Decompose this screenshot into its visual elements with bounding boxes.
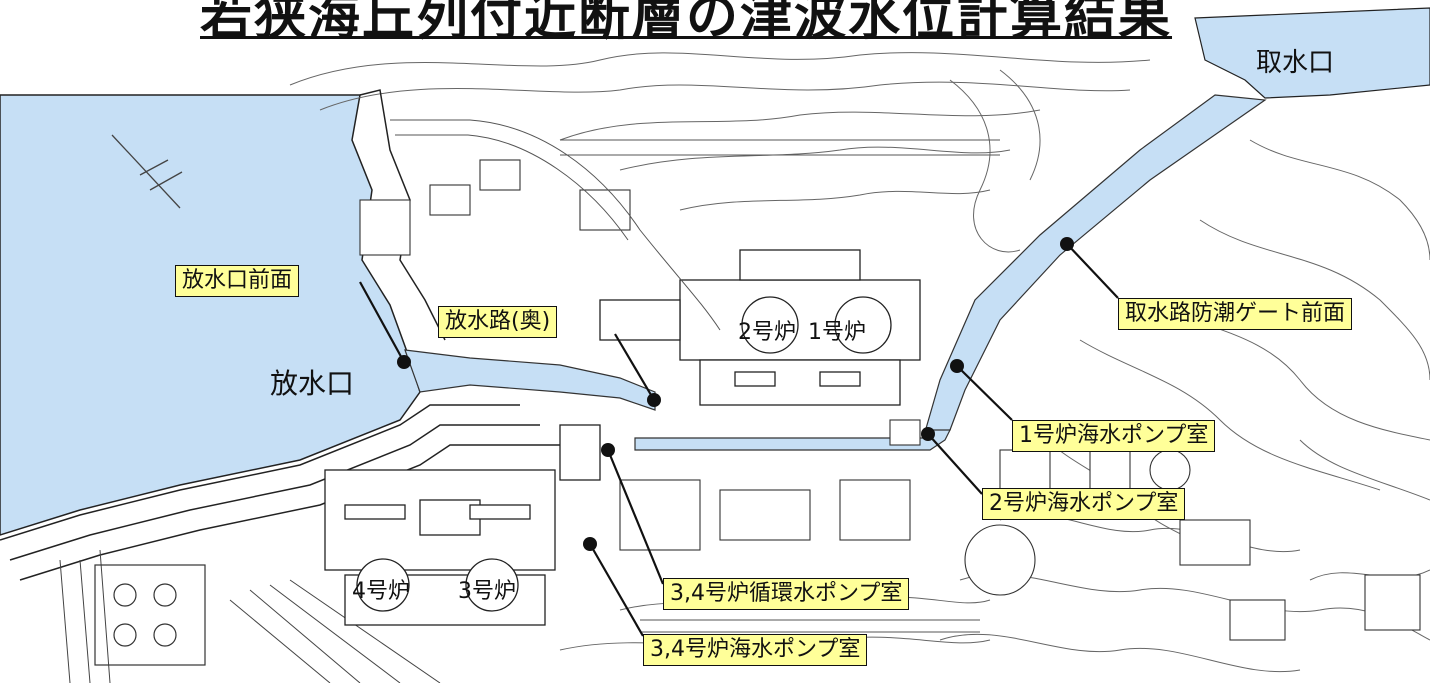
auxiliary-buildings	[359, 159, 1421, 641]
unit-2-label: 2号炉	[738, 320, 796, 345]
intake-label: 取水口	[1256, 48, 1335, 78]
outlet-channel	[404, 349, 656, 411]
marker-outlet-channel-back	[647, 393, 661, 407]
marker-unit1-seawater-pump	[950, 359, 964, 373]
callout-outlet-front: 放水口前面	[175, 265, 300, 297]
roads	[390, 119, 1000, 633]
unit-3-label: 3号炉	[458, 579, 516, 604]
tank-farm	[94, 564, 206, 666]
page-title: 若狭海丘列付近断層の津波水位計算結果	[200, 0, 1173, 47]
embankment-lines	[59, 549, 441, 683]
marker-unit34-circulating-pump	[601, 443, 615, 457]
north-arrow	[111, 134, 183, 209]
intake-sea-area	[1194, 7, 1430, 99]
marker-unit34-seawater-pump	[583, 537, 597, 551]
circulating-water-channel	[634, 429, 951, 451]
marker-outlet-front	[397, 355, 411, 369]
units-1-2-buildings	[599, 249, 921, 406]
callout-unit2-seawater-pump-room: 2号炉海水ポンプ室	[982, 488, 1186, 520]
marker-intake-gate-front	[1060, 237, 1074, 251]
callout-intake-gate-front: 取水路防潮ゲート前面	[1118, 298, 1353, 330]
unit-1-label: 1号炉	[808, 320, 866, 345]
marker-unit2-seawater-pump	[921, 427, 935, 441]
callout-outlet-channel-back: 放水路(奥)	[438, 306, 558, 338]
callout-unit34-seawater-pump-room: 3,4号炉海水ポンプ室	[643, 634, 868, 666]
callout-unit1-seawater-pump-room: 1号炉海水ポンプ室	[1012, 420, 1216, 452]
units-3-4-buildings	[324, 424, 601, 626]
outlet-label: 放水口	[270, 367, 355, 400]
callout-unit34-circulating-pump-room: 3,4号炉循環水ポンプ室	[663, 578, 910, 610]
unit-4-label: 4号炉	[352, 579, 410, 604]
